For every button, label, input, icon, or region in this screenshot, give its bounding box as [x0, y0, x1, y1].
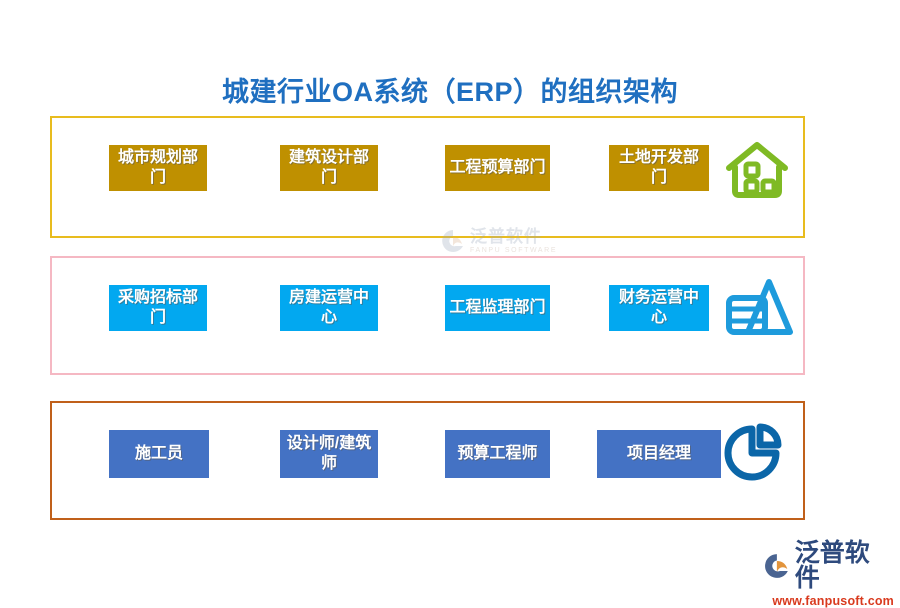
tier-2-container: 采购招标部门 房建运营中心 工程监理部门 财务运营中心	[50, 256, 805, 375]
node-label: 预算工程师	[457, 445, 538, 463]
node-label: 土地开发部门	[618, 149, 699, 186]
brand-logo: 泛普软件 www.fanpusoft.com	[762, 539, 894, 608]
node-label: 建筑设计部门	[288, 149, 369, 186]
node-label: 采购招标部门	[117, 289, 198, 326]
node-procurement-bidding-dept[interactable]: 采购招标部门	[109, 285, 207, 331]
node-label: 城市规划部门	[117, 149, 198, 186]
triangle-chart-icon	[723, 274, 795, 342]
node-engineering-supervision-dept[interactable]: 工程监理部门	[445, 285, 550, 331]
node-construction-worker[interactable]: 施工员	[109, 430, 209, 478]
brand-logo-icon	[765, 554, 788, 578]
node-label: 财务运营中心	[618, 289, 699, 326]
node-project-manager[interactable]: 项目经理	[597, 430, 721, 478]
node-finance-operations-center[interactable]: 财务运营中心	[609, 285, 709, 331]
node-label: 工程预算部门	[449, 159, 546, 177]
node-designer-architect[interactable]: 设计师/建筑师	[280, 430, 378, 478]
node-engineering-budget-dept[interactable]: 工程预算部门	[445, 145, 550, 191]
brand-name: 泛普软件	[794, 539, 870, 592]
node-label: 项目经理	[626, 445, 691, 463]
page-title: 城建行业OA系统（ERP）的组织架构	[221, 77, 678, 107]
watermark-en: FANPU SOFTWARE	[470, 247, 558, 254]
node-land-development-dept[interactable]: 土地开发部门	[609, 145, 709, 191]
house-icon	[721, 136, 793, 204]
tier-3-container: 施工员 设计师/建筑师 预算工程师 项目经理	[50, 401, 805, 520]
node-label: 工程监理部门	[449, 299, 546, 317]
node-housing-operations-center[interactable]: 房建运营中心	[280, 285, 378, 331]
node-city-planning-dept[interactable]: 城市规划部门	[109, 145, 207, 191]
node-label: 设计师/建筑师	[286, 435, 372, 472]
node-label: 房建运营中心	[288, 289, 369, 326]
tier-1-container: 城市规划部门 建筑设计部门 工程预算部门 土地开发部门	[50, 116, 805, 238]
brand-url: www.fanpusoft.com	[772, 594, 894, 608]
node-label: 施工员	[134, 445, 183, 463]
node-budget-engineer[interactable]: 预算工程师	[445, 430, 550, 478]
node-architectural-design-dept[interactable]: 建筑设计部门	[280, 145, 378, 191]
pie-chart-icon	[717, 419, 789, 487]
